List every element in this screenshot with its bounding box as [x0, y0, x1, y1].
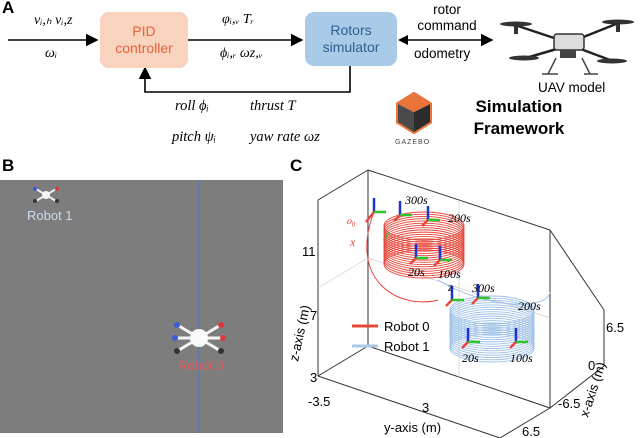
- rotors-label-line1: Rotors: [330, 22, 372, 38]
- r1-time-20: 20s: [462, 351, 479, 365]
- uav-model-icon: [500, 19, 634, 75]
- panel-c-letter: C: [290, 156, 303, 175]
- frame-x-label: x: [349, 235, 356, 249]
- legend-robot-1: Robot 1: [384, 339, 430, 354]
- input-velocity-label: vᵢ,ₕ vᵢ,z: [34, 13, 73, 28]
- y-tick-neg3.5: -3.5: [308, 394, 330, 409]
- r0-time-20: 20s: [408, 265, 425, 279]
- frame-z-label: z: [447, 280, 453, 294]
- simulation-view: Robot 1 Robot 0: [0, 180, 283, 433]
- uav-model-label: UAV model: [538, 80, 606, 95]
- sim-title-line2: Framework: [473, 119, 565, 138]
- odometry-label: odometry: [414, 46, 471, 61]
- x-tick-0: 0: [588, 358, 595, 373]
- gazebo-wordmark: GAZEBO: [395, 139, 431, 146]
- feedback-arrow: [138, 64, 351, 93]
- yaw-rate-label: yaw rate ωz: [250, 129, 320, 145]
- sim-title-line1: Simulation: [475, 97, 563, 116]
- r1-time-300: 300s: [471, 281, 495, 295]
- x-tick-6.5: 6.5: [606, 320, 624, 335]
- y-tick-6.5: 6.5: [522, 424, 540, 438]
- pid-controller-box: PID controller: [100, 12, 188, 68]
- origin-label: ℴ₀: [346, 213, 356, 227]
- gazebo-logo-icon: [396, 92, 432, 135]
- panel-a-letter: A: [2, 0, 15, 17]
- x-tick-neg6.5: -6.5: [558, 396, 580, 411]
- input-omega-label: ωᵢ: [45, 46, 58, 61]
- r1-time-100: 100s: [510, 351, 533, 365]
- pitch-label: pitch ψᵢ: [172, 129, 216, 145]
- robot-1-approach-path: [437, 279, 551, 305]
- z-axis-label: z-axis (m): [288, 304, 313, 363]
- rotor-command-label: rotor command: [410, 2, 484, 34]
- rotor-command-line1: rotor: [433, 2, 461, 17]
- spiral1-loop: [449, 333, 535, 363]
- y-tick-3: 3: [422, 400, 429, 415]
- spiral0-loop: [383, 249, 465, 279]
- pid-output-bottom-label: ϕᵢ,ᵣ ωz,ᵥ: [220, 46, 263, 61]
- z-tick-3: 3: [310, 370, 317, 385]
- robot-1-label: Robot 1: [27, 208, 73, 223]
- simulation-framework-title: Simulation Framework: [464, 96, 574, 140]
- rotors-simulator-box: Rotors simulator: [305, 12, 397, 66]
- robot-0-drone: [172, 322, 226, 354]
- z-tick-7: 7: [310, 308, 317, 323]
- robot-1-trajectory: [449, 295, 535, 363]
- robot-0-label: Robot 0: [178, 358, 224, 373]
- frame-y-label: y: [383, 227, 390, 241]
- pid-label-line2: controller: [115, 40, 173, 56]
- z-tick-11: 11: [302, 244, 316, 259]
- legend-robot-0: Robot 0: [384, 319, 430, 334]
- panel-b-letter: B: [2, 156, 15, 175]
- r0-time-200: 200s: [448, 211, 471, 225]
- rotors-label-line2: simulator: [322, 39, 380, 55]
- pid-label-line1: PID: [132, 23, 156, 39]
- x-axis-label: x-axis (m): [577, 360, 609, 419]
- frame-markers: [365, 198, 528, 349]
- robot-0-approach-path: [366, 211, 439, 303]
- pid-output-top-label: φᵢ,ᵥ Tᵣ: [222, 12, 255, 27]
- legend: Robot 0 Robot 1: [352, 319, 430, 354]
- r0-time-100: 100s: [438, 267, 461, 281]
- panel-a-arrows: [8, 33, 494, 93]
- roll-label: roll ϕᵢ: [175, 98, 209, 114]
- trajectory-plot: ℴ₀ x y 300s 200s 20s 100s z 300s 200s 20…: [288, 169, 624, 438]
- rotor-command-line2: command: [417, 18, 477, 33]
- robot-1-drone: [33, 187, 59, 203]
- r0-time-300: 300s: [404, 193, 428, 207]
- thrust-label: thrust T: [250, 98, 296, 114]
- simulation-view-graphics: [33, 180, 226, 433]
- y-axis-label: y-axis (m): [384, 420, 441, 435]
- r1-time-200: 200s: [518, 299, 541, 313]
